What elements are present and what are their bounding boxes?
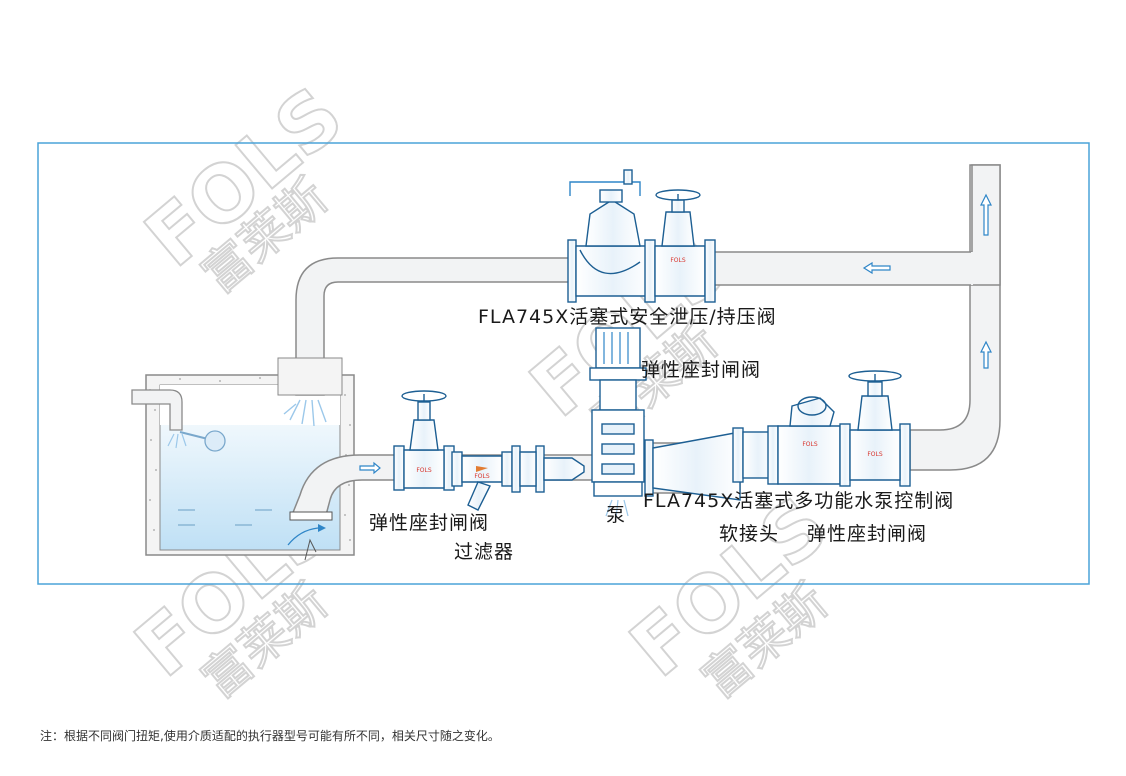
pump-splash	[605, 499, 629, 519]
label-pump-control-valve: FLA745X活塞式多功能水泵控制阀	[643, 490, 955, 512]
y-strainer-graphic: FOLS	[451, 451, 513, 511]
top-pipe-right	[711, 164, 1001, 286]
float-valve	[131, 389, 226, 452]
soft-joints-pump	[511, 439, 654, 497]
relief-valve-graphic: FOLS	[567, 169, 716, 303]
valve-badge-5: FOLS	[670, 257, 686, 264]
valve-badge-2: FOLS	[474, 473, 490, 480]
label-pump: 泵	[606, 504, 627, 526]
flow-arrow-up-2	[980, 340, 992, 369]
label-soft-joint: 软接头	[719, 523, 780, 545]
label-gate-valve-right: 弹性座封闸阀	[807, 523, 928, 545]
gate-valve-right-graphic: FOLS	[839, 370, 911, 487]
flow-arrow-right	[359, 461, 381, 475]
label-filter: 过滤器	[454, 541, 515, 563]
label-relief-valve: FLA745X活塞式安全泄压/持压阀	[478, 306, 777, 328]
flow-arrows	[359, 193, 992, 475]
watermark-bottom-right: FOLS 富莱斯	[613, 480, 846, 711]
valve-badge-4: FOLS	[867, 451, 883, 458]
flow-arrow-left	[862, 261, 891, 275]
flow-arrow-up-1	[980, 193, 992, 236]
label-gate-valve-top: 弹性座封闸阀	[641, 359, 762, 381]
label-gate-valve-left: 弹性座封闸阀	[369, 512, 490, 534]
diagram-frame	[37, 142, 1090, 585]
valve-badge-1: FOLS	[416, 467, 432, 474]
footnote: 注：根据不同阀门扭矩,使用介质适配的执行器型号可能有所不同，相关尺寸随之变化。	[40, 729, 500, 743]
pump-graphic	[589, 327, 647, 497]
return-pipe	[277, 257, 576, 427]
gate-valve-left-graphic: FOLS	[393, 390, 455, 491]
pump-control-valve-graphic: FOLS	[652, 396, 841, 501]
valve-badge-3: FOLS	[802, 441, 818, 448]
